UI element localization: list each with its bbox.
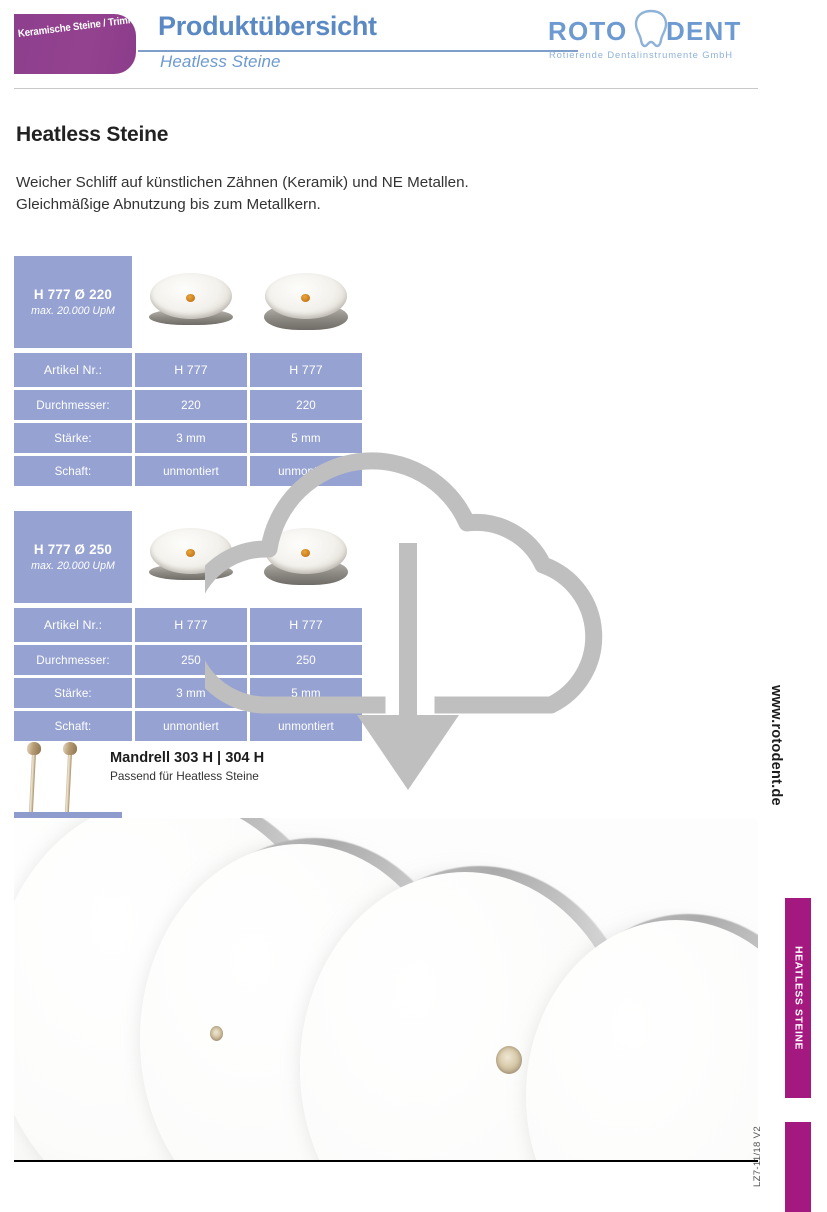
row-value: unmontiert xyxy=(134,711,247,741)
product-photo-3mm xyxy=(134,256,247,348)
table-header-row: H 777 Ø 250 max. 20.000 UpM xyxy=(14,511,362,603)
bottom-divider xyxy=(14,1160,758,1162)
product-name: H 777 Ø 220 xyxy=(33,287,113,302)
table-row: Schaft: unmontiert unmontiert xyxy=(14,456,362,486)
row-value: 5 mm xyxy=(249,678,362,708)
product-name-cell: H 777 Ø 250 max. 20.000 UpM xyxy=(14,511,132,603)
table-row: Schaft: unmontiert unmontiert xyxy=(14,711,362,741)
table-row: Stärke: 3 mm 5 mm xyxy=(14,678,362,708)
mandrell-subtitle: Passend für Heatless Steine xyxy=(110,769,259,783)
table-header-row: H 777 Ø 220 max. 20.000 UpM xyxy=(14,256,362,348)
disc-image xyxy=(148,526,233,588)
row-value: 220 xyxy=(249,390,362,420)
product-table-220: H 777 Ø 220 max. 20.000 UpM Artikel Nr xyxy=(14,256,362,489)
category-tab[interactable]: Keramische Steine / Trimmer xyxy=(14,14,136,74)
logo-text-dent: DENT xyxy=(666,16,742,46)
intro-text: Weicher Schliff auf künstlichen Zähnen (… xyxy=(16,172,536,216)
mandrell-pin-304h-image xyxy=(62,742,78,822)
intro-line-1: Weicher Schliff auf künstlichen Zähnen (… xyxy=(16,174,469,191)
row-label: Schaft: xyxy=(14,711,132,741)
section-tab-bar: HEATLESS STEINE xyxy=(785,898,811,1098)
row-value: 250 xyxy=(134,645,247,675)
row-value: H 777 xyxy=(134,353,247,387)
stone-bore xyxy=(210,1026,223,1041)
website-url[interactable]: www.rotodent.de xyxy=(768,685,784,806)
product-name: H 777 Ø 250 xyxy=(33,542,113,557)
page-subtitle: Heatless Steine xyxy=(160,52,281,71)
rotodent-logo: ROTO DENT Rotierende Dentalinstrumente G… xyxy=(548,9,758,72)
document-code: LZ7-11/18 V2 xyxy=(752,1126,763,1188)
tooth-icon xyxy=(631,7,671,49)
disc-bore xyxy=(301,294,311,302)
table-row: Artikel Nr.: H 777 H 777 xyxy=(14,353,362,387)
row-label: Schaft: xyxy=(14,456,132,486)
stone-bore xyxy=(496,1046,522,1074)
row-label: Durchmesser: xyxy=(14,390,132,420)
mandrell-section: Mandrell 303 H | 304 H Passend für Heatl… xyxy=(14,742,314,838)
disc-image xyxy=(263,271,348,333)
product-photo-5mm xyxy=(249,256,362,348)
category-tab-label: Keramische Steine / Trimmer xyxy=(17,14,136,40)
row-label: Durchmesser: xyxy=(14,645,132,675)
page-title: Produktübersicht xyxy=(158,11,377,41)
product-rpm: max. 20.000 UpM xyxy=(31,560,115,572)
section-tab-bar-lower xyxy=(785,1122,811,1212)
row-label: Artikel Nr.: xyxy=(14,608,132,642)
row-label: Artikel Nr.: xyxy=(14,353,132,387)
section-tab-label: HEATLESS STEINE xyxy=(792,945,804,1051)
page-header: Keramische Steine / Trimmer Produktübers… xyxy=(0,0,827,92)
row-value: 5 mm xyxy=(249,423,362,453)
disc-image xyxy=(148,271,233,333)
product-table-250: H 777 Ø 250 max. 20.000 UpM Artikel Nr xyxy=(14,511,362,744)
product-rpm: max. 20.000 UpM xyxy=(31,305,115,317)
table-row: Stärke: 3 mm 5 mm xyxy=(14,423,362,453)
product-photo-5mm xyxy=(249,511,362,603)
logo-tagline: Rotierende Dentalinstrumente GmbH xyxy=(549,49,733,60)
pin-head xyxy=(63,742,77,755)
row-value: 250 xyxy=(249,645,362,675)
row-value: 3 mm xyxy=(134,678,247,708)
product-photo-3mm xyxy=(134,511,247,603)
disc-bore xyxy=(186,294,196,302)
title-divider xyxy=(138,50,578,52)
table-row: Artikel Nr.: H 777 H 777 xyxy=(14,608,362,642)
title-block: Produktübersicht Heatless Steine xyxy=(138,11,578,71)
hero-product-photo xyxy=(14,818,758,1160)
row-value: unmontiert xyxy=(249,711,362,741)
row-value: H 777 xyxy=(249,353,362,387)
row-value: H 777 xyxy=(134,608,247,642)
pin-shaft xyxy=(28,752,36,822)
row-value: H 777 xyxy=(249,608,362,642)
mandrell-title: Mandrell 303 H | 304 H xyxy=(110,750,265,766)
pin-shaft xyxy=(64,752,72,822)
row-value: unmontiert xyxy=(249,456,362,486)
row-value: 3 mm xyxy=(134,423,247,453)
table-row: Durchmesser: 250 250 xyxy=(14,645,362,675)
row-label: Stärke: xyxy=(14,423,132,453)
logo-wordmark: ROTO DENT xyxy=(548,9,758,48)
row-value: unmontiert xyxy=(134,456,247,486)
table-row: Durchmesser: 220 220 xyxy=(14,390,362,420)
pin-head xyxy=(27,742,41,755)
intro-line-2: Gleichmäßige Abnutzung bis zum Metallker… xyxy=(16,195,321,213)
product-name-cell: H 777 Ø 220 max. 20.000 UpM xyxy=(14,256,132,348)
row-value: 220 xyxy=(134,390,247,420)
header-divider xyxy=(14,88,758,89)
section-title: Heatless Steine xyxy=(16,123,169,146)
logo-text-roto: ROTO xyxy=(548,16,628,46)
disc-image xyxy=(263,526,348,588)
row-label: Stärke: xyxy=(14,678,132,708)
mandrell-pin-303h-image xyxy=(26,742,42,822)
